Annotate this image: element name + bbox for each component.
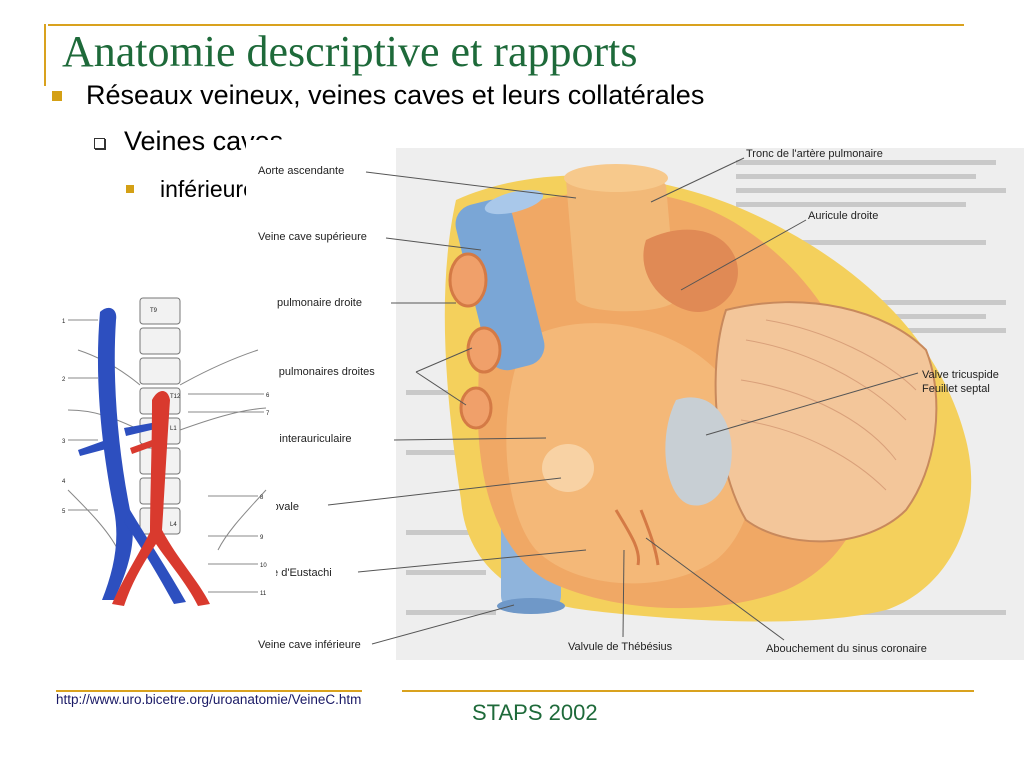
label-veine-cave-superieure: Veine cave supérieure (258, 231, 367, 243)
bullet-level-1: Réseaux veineux, veines caves et leurs c… (52, 80, 704, 111)
hollow-square-bullet-icon (94, 138, 105, 149)
label-feuillet-septal: Feuillet septal (922, 383, 990, 395)
top-rule (48, 24, 964, 26)
num-label: 10 (260, 563, 267, 569)
slide-title: Anatomie descriptive et rapports (62, 27, 638, 76)
num-label: 2 (62, 377, 66, 383)
label-aorte-ascendante: Aorte ascendante (258, 165, 344, 177)
vena-cava-diagram: 1 2 3 4 5 6 7 8 9 10 11 T9 T12 L1 L4 (58, 290, 276, 608)
num-label: 11 (260, 591, 267, 597)
bullet-text: inférieure (160, 176, 256, 202)
footer-text: STAPS 2002 (472, 700, 598, 725)
label-veine-cave-inferieure: Veine cave inférieure (258, 639, 361, 651)
label-veines-pulmonaires-droites: nes pulmonaires droites (258, 366, 375, 378)
vertebra-label: L1 (170, 426, 177, 432)
vertebra-label: L4 (170, 522, 177, 528)
label-abouchement-sinus-coronaire: Abouchement du sinus coronaire (766, 643, 927, 655)
label-tronc-artere-pulmonaire: Tronc de l'artère pulmonaire (746, 148, 883, 160)
label-auricule-droite: Auricule droite (808, 210, 878, 222)
label-artere-pulmonaire-droite: ère pulmonaire droite (258, 297, 362, 309)
bullet-level-3: inférieure (126, 176, 256, 203)
num-label: 1 (62, 319, 66, 325)
source-link[interactable]: http://www.uro.bicetre.org/uroanatomie/V… (56, 692, 362, 707)
footer-rule-left (56, 690, 362, 692)
label-valve-tricuspide: Valve tricuspide (922, 369, 999, 381)
vertebra-label: T9 (150, 308, 158, 314)
num-label: 4 (62, 479, 66, 485)
label-septum-interauriculaire: tum interauriculaire (258, 433, 352, 445)
label-valvule-eustachi: vule d'Eustachi (258, 567, 332, 579)
footer-rule-right (402, 690, 974, 692)
square-bullet-icon (126, 185, 134, 193)
num-label: 6 (266, 393, 270, 399)
num-label: 8 (260, 495, 264, 501)
heart-illustration: Aorte ascendante Veine cave supérieure è… (246, 140, 1024, 668)
num-label: 5 (62, 509, 66, 515)
vertebra-label: T12 (170, 394, 181, 400)
num-label: 7 (266, 411, 270, 417)
label-valvule-thebesius: Valvule de Thébésius (568, 641, 673, 653)
square-bullet-icon (52, 91, 62, 101)
bullet-text: Réseaux veineux, veines caves et leurs c… (86, 80, 705, 110)
left-rule (44, 24, 46, 86)
num-label: 3 (62, 439, 66, 445)
num-label: 9 (260, 535, 264, 541)
